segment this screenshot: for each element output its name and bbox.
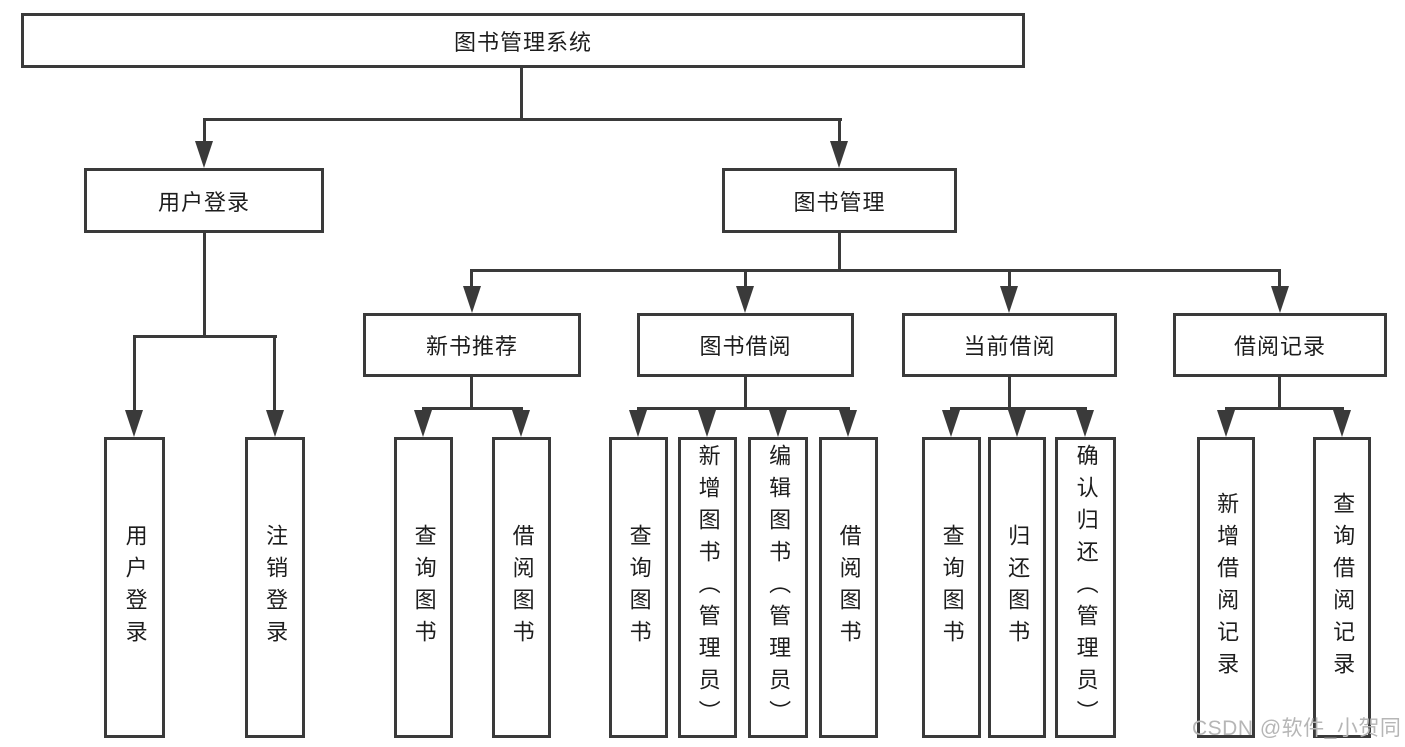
arrow-down-icon <box>1333 410 1351 437</box>
connector-drop-leaf-logout <box>273 335 276 414</box>
arrow-down-icon <box>512 410 530 437</box>
arrow-down-icon <box>769 410 787 437</box>
node-borrow-records: 借阅记录 <box>1173 313 1387 377</box>
node-book-borrow: 图书借阅 <box>637 313 854 377</box>
leaf-add-borrow-record-label: 新增借阅记录 <box>1214 491 1240 684</box>
leaf-add-borrow-record: 新增借阅记录 <box>1197 437 1255 738</box>
connector-drop-current-borrow <box>1008 269 1011 290</box>
connector-newrec-hline <box>422 407 523 410</box>
connector-drop-new-book <box>470 269 473 290</box>
leaf-query-books-2: 查询图书 <box>609 437 668 738</box>
arrow-down-icon <box>942 410 960 437</box>
arrow-down-icon <box>1008 410 1026 437</box>
leaf-edit-book-admin: 编辑图书（管理员） <box>748 437 808 738</box>
arrow-down-icon <box>629 410 647 437</box>
connector-brec-stem <box>1278 375 1281 410</box>
leaf-borrow-books-2-label: 借阅图书 <box>836 523 862 652</box>
arrow-down-icon <box>1076 410 1094 437</box>
connector-drop-leaf-user-login <box>133 335 136 414</box>
connector-user-login-hline <box>133 335 277 338</box>
leaf-confirm-return-admin-label: 确认归还（管理员） <box>1073 443 1099 732</box>
connector-bborr-stem <box>744 375 747 410</box>
arrow-down-icon <box>414 410 432 437</box>
arrow-down-icon <box>1271 286 1289 313</box>
leaf-query-books-1: 查询图书 <box>394 437 453 738</box>
leaf-add-book-admin-label: 新增图书（管理员） <box>695 443 721 732</box>
csdn-watermark: CSDN @软件_小贺同学 <box>1192 717 1402 740</box>
connector-root-stem <box>520 68 523 120</box>
node-new-book-recommend-label: 新书推荐 <box>425 334 518 359</box>
arrow-down-icon <box>839 410 857 437</box>
node-current-borrow: 当前借阅 <box>902 313 1117 377</box>
node-borrow-records-label: 借阅记录 <box>1233 334 1326 359</box>
node-book-borrow-label: 图书借阅 <box>699 334 792 359</box>
connector-drop-book-mgmt <box>838 118 841 145</box>
connector-cborr-stem <box>1008 375 1011 410</box>
leaf-query-books-2-label: 查询图书 <box>626 523 652 652</box>
arrow-down-icon <box>698 410 716 437</box>
leaf-query-borrow-record-label: 查询借阅记录 <box>1330 491 1356 684</box>
node-user-login-label: 用户登录 <box>157 189 250 215</box>
node-current-borrow-label: 当前借阅 <box>963 334 1056 359</box>
node-new-book-recommend: 新书推荐 <box>363 313 581 377</box>
connector-drop-book-borrow <box>744 269 747 290</box>
leaf-user-login-label: 用户登录 <box>122 523 148 652</box>
leaf-logout-login: 注销登录 <box>245 437 305 738</box>
arrow-down-icon <box>463 286 481 313</box>
arrow-down-icon <box>125 410 143 437</box>
node-user-login: 用户登录 <box>84 168 324 233</box>
arrow-down-icon <box>195 141 213 168</box>
leaf-borrow-books-2: 借阅图书 <box>819 437 878 738</box>
leaf-return-book-label: 归还图书 <box>1005 523 1031 652</box>
node-book-management-label: 图书管理 <box>793 189 886 215</box>
arrow-down-icon <box>830 141 848 168</box>
node-library-system: 图书管理系统 <box>21 13 1025 68</box>
connector-drop-user-login <box>203 118 206 145</box>
node-library-system-label: 图书管理系统 <box>453 29 592 55</box>
connector-newrec-stem <box>470 375 473 410</box>
leaf-borrow-books-1: 借阅图书 <box>492 437 551 738</box>
leaf-edit-book-admin-label: 编辑图书（管理员） <box>766 443 792 732</box>
arrow-down-icon <box>266 410 284 437</box>
leaf-borrow-books-1-label: 借阅图书 <box>509 523 535 652</box>
connector-brec-hline <box>1225 407 1344 410</box>
connector-level1-hline <box>203 118 842 121</box>
leaf-query-books-3-label: 查询图书 <box>939 523 965 652</box>
connector-user-login-stem <box>203 231 206 338</box>
arrow-down-icon <box>1217 410 1235 437</box>
arrow-down-icon <box>1000 286 1018 313</box>
leaf-add-book-admin: 新增图书（管理员） <box>678 437 737 738</box>
leaf-query-books-1-label: 查询图书 <box>411 523 437 652</box>
leaf-query-borrow-record: 查询借阅记录 <box>1313 437 1371 738</box>
leaf-user-login: 用户登录 <box>104 437 165 738</box>
leaf-query-books-3: 查询图书 <box>922 437 981 738</box>
node-book-management: 图书管理 <box>722 168 957 233</box>
connector-book-mgmt-stem <box>838 231 841 272</box>
connector-drop-borrow-records <box>1278 269 1281 290</box>
leaf-confirm-return-admin: 确认归还（管理员） <box>1055 437 1116 738</box>
arrow-down-icon <box>736 286 754 313</box>
connector-level3-hline <box>470 269 1281 272</box>
connector-bborr-hline <box>637 407 850 410</box>
leaf-return-book: 归还图书 <box>988 437 1046 738</box>
leaf-logout-login-label: 注销登录 <box>263 523 289 652</box>
